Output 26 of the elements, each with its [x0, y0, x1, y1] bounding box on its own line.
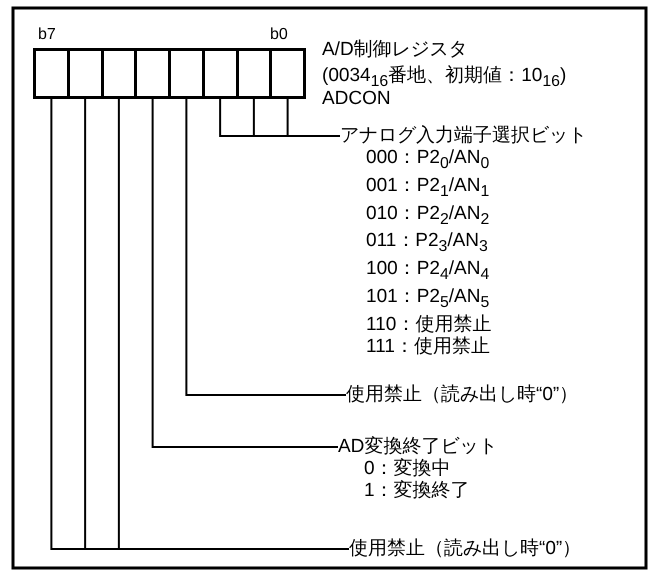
register-symbol: ADCON — [322, 88, 391, 110]
bit-name: アナログ入力端子選択ビット — [340, 125, 587, 147]
connector-line — [185, 99, 346, 396]
register-address: (0034$_{16}$番地、初期値：10$_{16}$) — [322, 64, 566, 90]
bit-cell — [269, 48, 306, 99]
register-name: A/D制御レジスタ — [322, 38, 468, 62]
bit-value: 101：P2$_{5}$/AN$_{5}$ — [365, 286, 490, 313]
bit-value: 010：P2$_{2}$/AN$_{2}$ — [365, 202, 490, 230]
bit-value: 0：変換中 — [363, 458, 452, 480]
bit-name: AD変換終了ビット — [338, 436, 498, 458]
bit-value: 110：使用禁止 — [365, 314, 492, 336]
bit-name: 使用禁止（読み出し時“0”） — [346, 384, 578, 406]
bit-value: 000：P2$_{0}$/AN$_{0}$ — [365, 147, 490, 174]
bit-value: 011：P2$_{3}$/AN$_{3}$ — [365, 230, 489, 258]
bit-value: 1：変換終了 — [363, 480, 471, 502]
bit-value: 100：P2$_{4}$/AN$_{4}$ — [365, 258, 490, 285]
bit-value: 111：使用禁止 — [365, 336, 491, 358]
bit-cell — [33, 48, 70, 99]
bit-cell — [168, 48, 205, 99]
bit-cell — [134, 48, 171, 99]
bit-name: 使用禁止（読み出し時“0”） — [349, 538, 582, 560]
connector-line — [286, 99, 340, 137]
bit-number: b0 — [270, 26, 288, 44]
bit-value: 001：P2$_{1}$/AN$_{1}$ — [365, 174, 490, 202]
connector-line — [152, 99, 338, 448]
bit-number: b7 — [38, 26, 56, 44]
